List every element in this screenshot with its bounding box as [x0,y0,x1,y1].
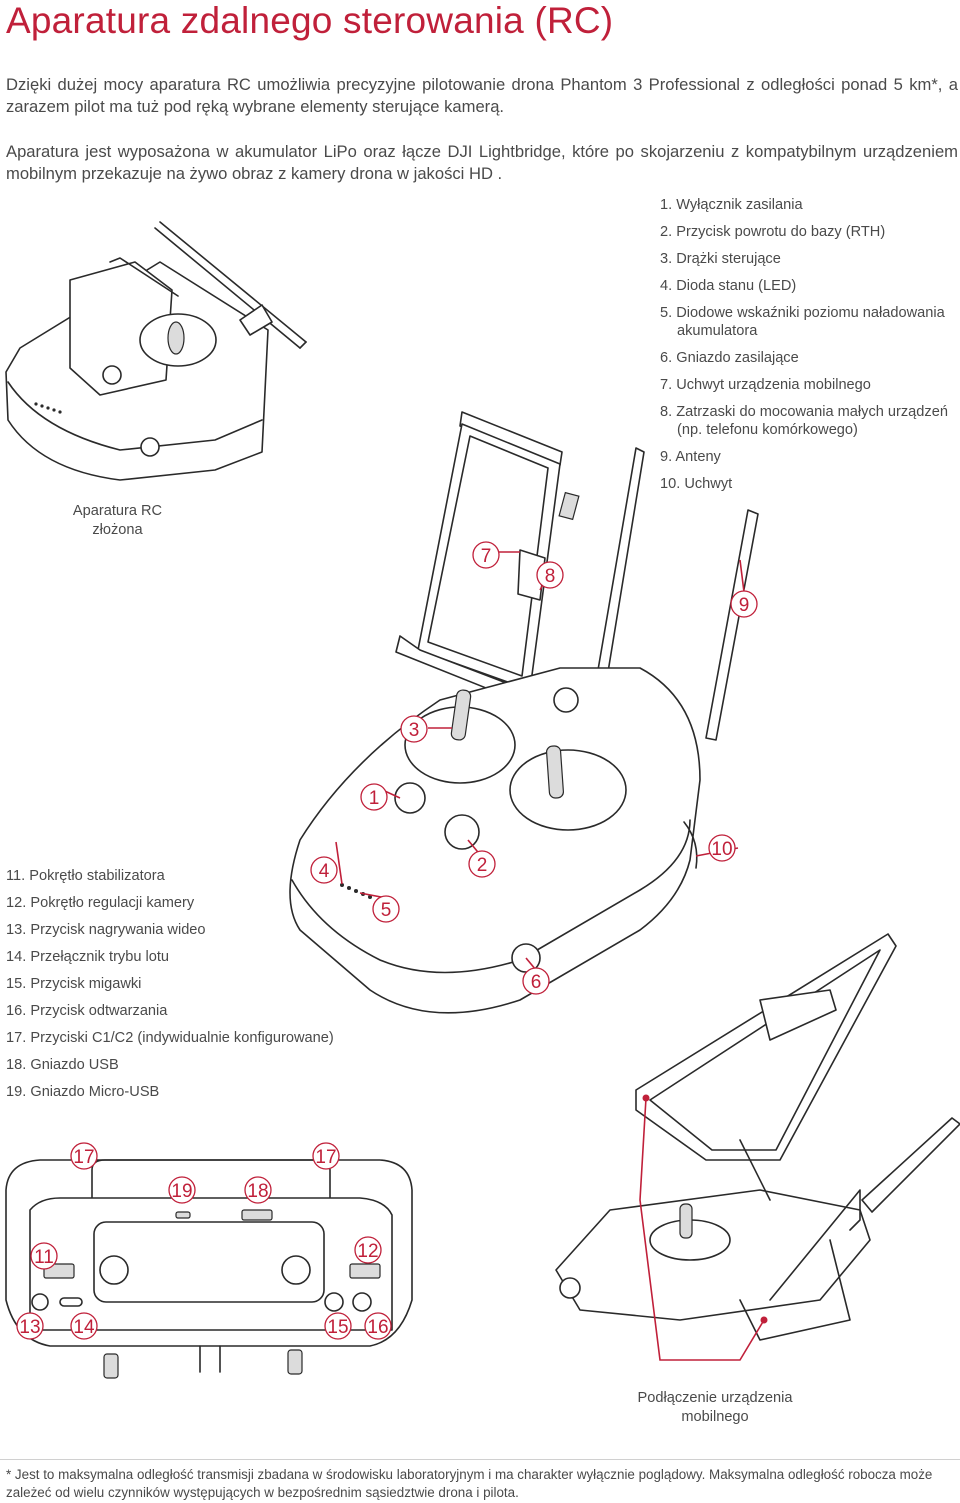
intro-paragraph: Dzięki dużej mocy aparatura RC umożliwia… [6,75,958,116]
callout-3: 3 [409,720,420,741]
callout-5: 5 [381,900,392,921]
callout-11: 11 [34,1247,54,1268]
page-title: Aparatura zdalnego sterowania (RC) [6,0,614,41]
remote-controller-illustrations: 1 2 3 4 5 6 7 8 9 10 17 17 19 18 11 12 1… [5,221,960,1379]
footnote: * Jest to maksymalna odległość transmisj… [6,1467,933,1500]
mobile-connected-drawing [555,933,960,1341]
legend-item: 2. Przycisk powrotu do bazy (RTH) [660,224,886,240]
lightbridge-paragraph: Aparatura jest wyposażona w akumulator L… [6,142,958,183]
back-remote-drawing [5,1159,413,1379]
callout-18: 18 [247,1181,268,1202]
callout-19: 19 [171,1181,192,1202]
legend-item: 18. Gniazdo USB [6,1057,119,1073]
caption-line: mobilnego [681,1409,749,1425]
callout-17a: 17 [73,1147,94,1168]
callout-17b: 17 [315,1147,336,1168]
legend-item: 14. Przełącznik trybu lotu [6,949,170,965]
legend-item: 17. Przyciski C1/C2 (indywidualnie konfi… [6,1030,334,1046]
front-remote-drawing [289,411,759,1014]
caption-line: złożona [92,522,143,538]
legend-item: 4. Dioda stanu (LED) [660,278,797,294]
callout-15: 15 [327,1317,348,1338]
folded-caption: Aparatura RC złożona [60,502,175,540]
legend-item: 11. Pokrętło stabilizatora [6,868,165,884]
legend-back-view: 11. Pokrętło stabilizatora 12. Pokrętło … [6,867,366,1110]
callout-16: 16 [367,1317,388,1338]
legend-item: 12. Pokrętło regulacji kamery [6,895,195,911]
footnote-divider [0,1459,960,1460]
callout-6: 6 [531,972,542,993]
legend-item: 15. Przycisk migawki [6,976,142,992]
mobile-caption: Podłączenie urządzenia mobilnego [620,1389,810,1427]
caption-line: Aparatura RC [72,503,163,519]
callout-10: 10 [711,839,732,860]
callout-7: 7 [481,546,492,567]
legend-item: 6. Gniazdo zasilające [660,350,799,366]
legend-item: 8. Zatrzaski do mocowania małych urządze… [660,404,948,438]
callout-14: 14 [73,1317,95,1338]
legend-item: 1. Wyłącznik zasilania [660,197,803,213]
callouts: 1 2 3 4 5 6 7 8 9 10 17 17 19 18 11 12 1… [16,541,758,1340]
callout-12: 12 [357,1241,378,1262]
legend-item: 16. Przycisk odtwarzania [6,1003,168,1019]
callout-8: 8 [545,566,556,587]
legend-front-view: 1. Wyłącznik zasilania 2. Przycisk powro… [660,196,960,502]
legend-item: 13. Przycisk nagrywania wideo [6,922,206,938]
legend-item: 5. Diodowe wskaźniki poziomu naładowania… [660,305,945,339]
callout-9: 9 [739,595,750,616]
legend-item: 7. Uchwyt urządzenia mobilnego [660,377,871,393]
callout-2: 2 [477,855,488,876]
callout-4: 4 [319,861,330,882]
folded-remote-drawing [5,221,307,481]
legend-item: 9. Anteny [660,449,721,465]
callout-1: 1 [369,788,380,809]
callout-13: 13 [19,1317,40,1338]
legend-item: 10. Uchwyt [660,476,733,492]
legend-item: 3. Drążki sterujące [660,251,781,267]
caption-line: Podłączenie urządzenia [637,1390,793,1406]
legend-item: 19. Gniazdo Micro-USB [6,1084,160,1100]
